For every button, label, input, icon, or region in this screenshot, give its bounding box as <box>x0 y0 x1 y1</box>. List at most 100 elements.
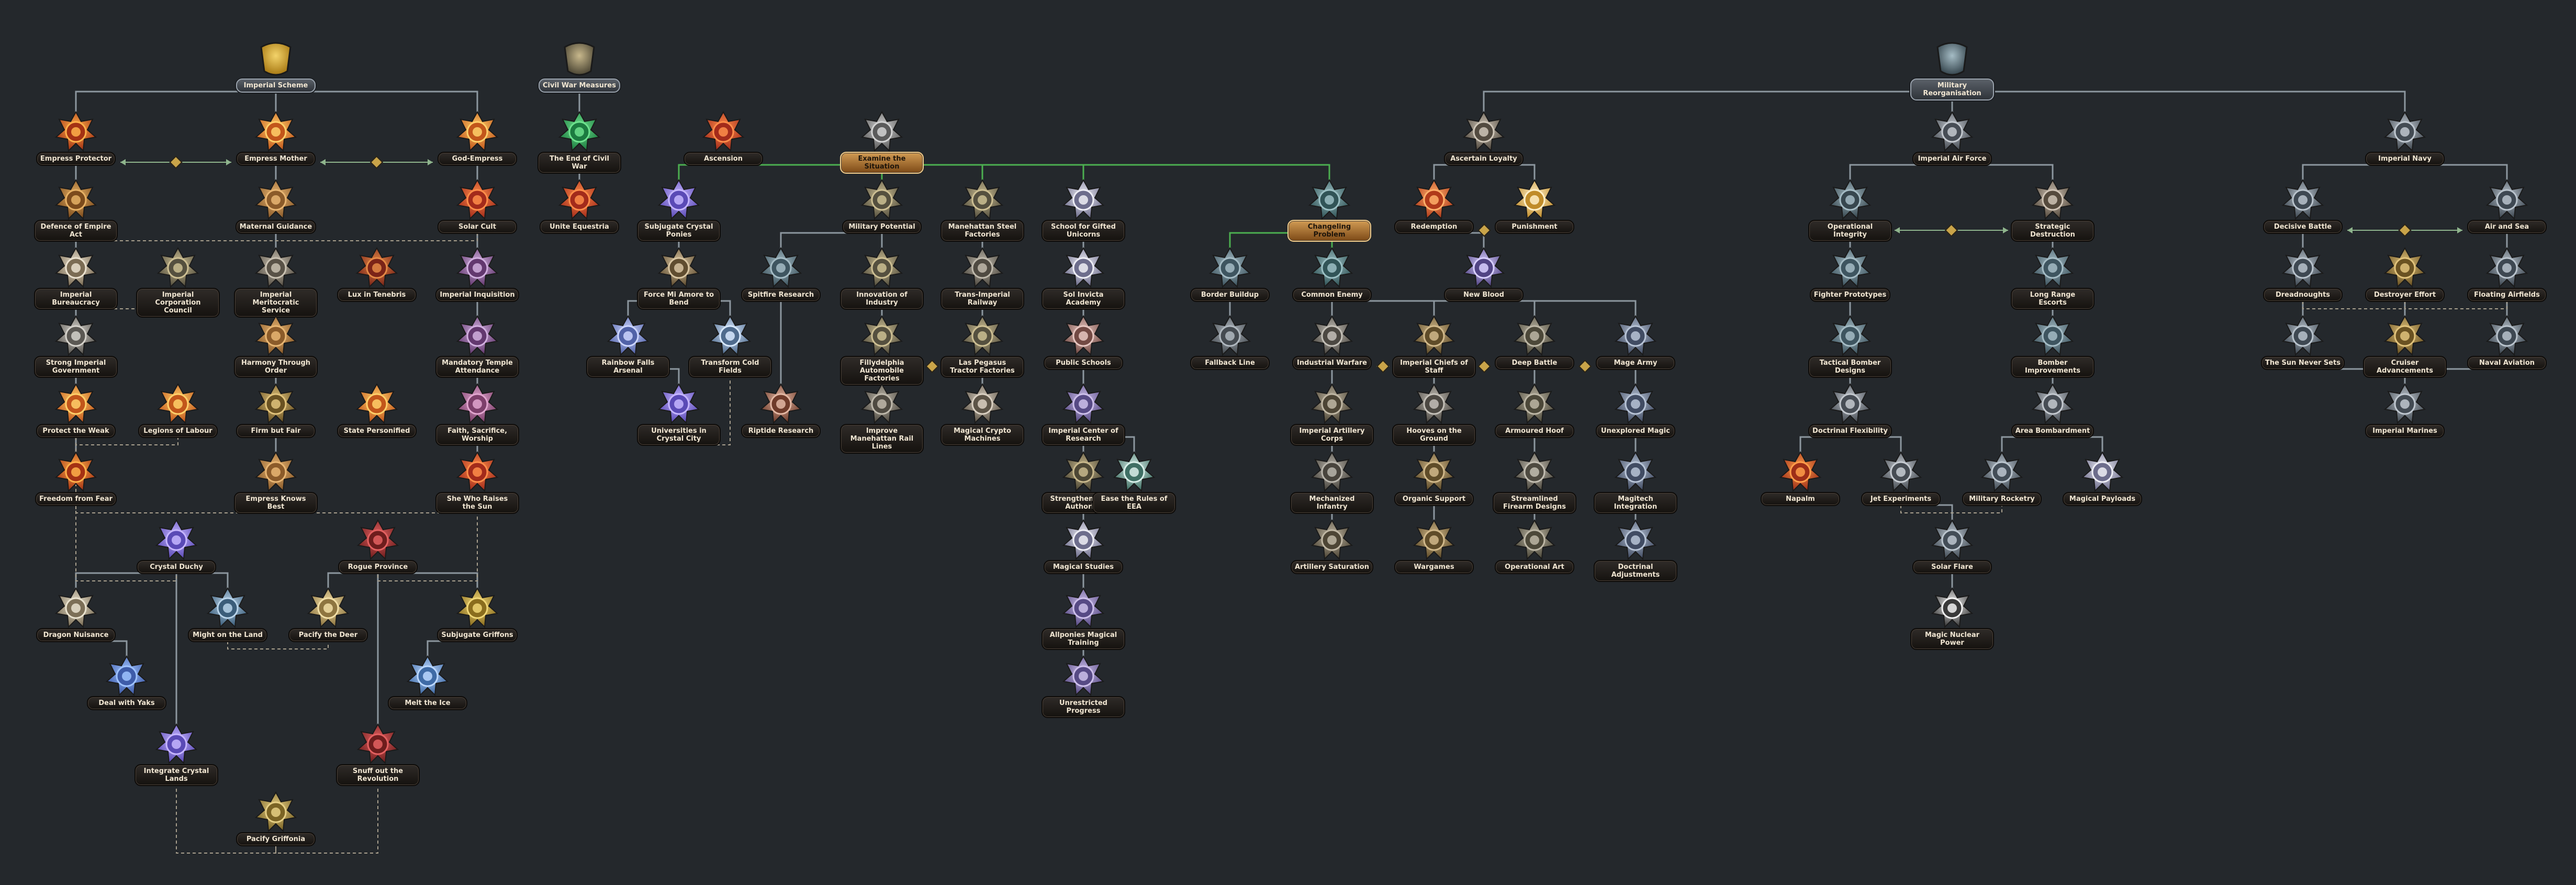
focus-dreadnoughts[interactable]: Dreadnoughts <box>2261 246 2345 302</box>
focus-trans-imperial-railway[interactable]: Trans-Imperial Railway <box>940 246 1024 310</box>
focus-military-rocketry[interactable]: Military Rocketry <box>1960 450 2044 506</box>
focus-lux-in-tenebris[interactable]: Lux in Tenebris <box>335 246 419 302</box>
focus-industrial-warfare[interactable]: Industrial Warfare <box>1290 314 1374 370</box>
focus-universities-in-crystal-city[interactable]: Universities in Crystal City <box>637 382 721 446</box>
focus-destroyer-effort[interactable]: Destroyer Effort <box>2363 246 2447 302</box>
focus-bomber-improvements[interactable]: Bomber Improvements <box>2011 314 2095 378</box>
focus-freedom-from-fear[interactable]: Freedom from Fear <box>34 450 118 506</box>
focus-ease-the-rules-of-eea[interactable]: Ease the Rules of EEA <box>1092 450 1176 514</box>
focus-wargames[interactable]: Wargames <box>1392 518 1476 574</box>
focus-organic-support[interactable]: Organic Support <box>1392 450 1476 506</box>
focus-imperial-air-force[interactable]: Imperial Air Force <box>1910 110 1994 166</box>
focus-sol-invicta-academy[interactable]: Sol Invicta Academy <box>1041 246 1125 310</box>
focus-imperial-center-of-research[interactable]: Imperial Center of Research <box>1041 382 1125 446</box>
focus-she-who-raises-the-sun[interactable]: She Who Raises the Sun <box>435 450 519 514</box>
focus-mandatory-temple-attendance[interactable]: Mandatory Temple Attendance <box>435 314 519 378</box>
focus-tactical-bomber-designs[interactable]: Tactical Bomber Designs <box>1808 314 1892 378</box>
focus-magical-payloads[interactable]: Magical Payloads <box>2060 450 2144 506</box>
focus-ascertain-loyalty[interactable]: Ascertain Loyalty <box>1442 110 1526 166</box>
focus-changeling-problem[interactable]: Changeling Problem <box>1287 178 1371 242</box>
focus-imperial-artillery-corps[interactable]: Imperial Artillery Corps <box>1290 382 1374 446</box>
focus-snuff-out-revolution[interactable]: Snuff out the Revolution <box>336 722 420 786</box>
focus-faith-sacrifice-worship[interactable]: Faith, Sacrifice, Worship <box>435 382 519 446</box>
focus-air-and-sea[interactable]: Air and Sea <box>2465 178 2549 234</box>
focus-unexplored-magic[interactable]: Unexplored Magic <box>1594 382 1677 438</box>
focus-magical-studies[interactable]: Magical Studies <box>1041 518 1125 574</box>
focus-streamlined-firearm-designs[interactable]: Streamlined Firearm Designs <box>1493 450 1576 514</box>
focus-deal-with-yaks[interactable]: Deal with Yaks <box>85 654 169 710</box>
focus-pacify-griffonia[interactable]: Pacify Griffonia <box>234 790 318 846</box>
focus-unite-equestria[interactable]: Unite Equestria <box>537 178 621 234</box>
focus-mage-army[interactable]: Mage Army <box>1594 314 1677 370</box>
focus-school-for-gifted-unicorns[interactable]: School for Gifted Unicorns <box>1041 178 1125 242</box>
focus-maternal-guidance[interactable]: Maternal Guidance <box>234 178 318 234</box>
focus-legions-of-labour[interactable]: Legions of Labour <box>136 382 220 438</box>
focus-solar-cult[interactable]: Solar Cult <box>435 178 519 234</box>
focus-new-blood[interactable]: New Blood <box>1442 246 1526 302</box>
focus-area-bombardment[interactable]: Area Bombardment <box>2011 382 2095 438</box>
focus-cruiser-advancements[interactable]: Cruiser Advancements <box>2363 314 2447 378</box>
focus-force-mi-amore-to-bend[interactable]: Force Mi Amore to Bend <box>637 246 721 310</box>
focus-rainbow-falls-arsenal[interactable]: Rainbow Falls Arsenal <box>586 314 670 378</box>
focus-magitech-integration[interactable]: Magitech Integration <box>1594 450 1677 514</box>
focus-imperial-meritocratic-service[interactable]: Imperial Meritocratic Service <box>234 246 318 318</box>
focus-examine-the-situation[interactable]: Examine the Situation <box>840 110 924 174</box>
focus-imperial-navy[interactable]: Imperial Navy <box>2363 110 2447 166</box>
focus-dragon-nuisance[interactable]: Dragon Nuisance <box>34 586 118 642</box>
focus-operational-integrity[interactable]: Operational Integrity <box>1808 178 1892 242</box>
focus-pacify-the-deer[interactable]: Pacify the Deer <box>286 586 370 642</box>
focus-las-pegasus-tractor-factories[interactable]: Las Pegasus Tractor Factories <box>940 314 1024 378</box>
focus-rogue-province[interactable]: Rogue Province <box>336 518 420 574</box>
focus-fillydelphia-automobile-factories[interactable]: Fillydelphia Automobile Factories <box>840 314 924 386</box>
focus-napalm[interactable]: Napalm <box>1759 450 1842 506</box>
focus-imperial-bureaucracy[interactable]: Imperial Bureaucracy <box>34 246 118 310</box>
focus-the-end-of-civil-war[interactable]: The End of Civil War <box>537 110 621 174</box>
focus-state-personified[interactable]: State Personified <box>335 382 419 438</box>
focus-crystal-duchy[interactable]: Crystal Duchy <box>135 518 218 574</box>
focus-armoured-hoof[interactable]: Armoured Hoof <box>1493 382 1576 438</box>
focus-fallback-line[interactable]: Fallback Line <box>1188 314 1272 370</box>
focus-strong-imperial-government[interactable]: Strong Imperial Government <box>34 314 118 378</box>
focus-protect-the-weak[interactable]: Protect the Weak <box>34 382 118 438</box>
focus-magic-nuclear-power[interactable]: Magic Nuclear Power <box>1910 586 1994 650</box>
focus-subjugate-griffons[interactable]: Subjugate Griffons <box>435 586 519 642</box>
focus-imperial-chiefs-of-staff[interactable]: Imperial Chiefs of Staff <box>1392 314 1476 378</box>
focus-long-range-escorts[interactable]: Long Range Escorts <box>2011 246 2095 310</box>
focus-doctrinal-flexibility[interactable]: Doctrinal Flexibility <box>1808 382 1892 438</box>
focus-integrate-crystal-lands[interactable]: Integrate Crystal Lands <box>135 722 218 786</box>
focus-imperial-inquisition[interactable]: Imperial Inquisition <box>435 246 519 302</box>
focus-doctrinal-adjustments[interactable]: Doctrinal Adjustments <box>1594 518 1677 582</box>
focus-civil-war-measures[interactable]: Civil War Measures <box>537 37 621 93</box>
focus-ascension[interactable]: Ascension <box>681 110 765 166</box>
focus-imperial-corporation-council[interactable]: Imperial Corporation Council <box>136 246 220 318</box>
focus-riptide-research[interactable]: Riptide Research <box>739 382 823 438</box>
focus-operational-art[interactable]: Operational Art <box>1493 518 1576 574</box>
focus-mechanized-infantry[interactable]: Mechanized Infantry <box>1290 450 1374 514</box>
focus-transform-cold-fields[interactable]: Transform Cold Fields <box>688 314 772 378</box>
focus-god-empress[interactable]: God-Empress <box>435 110 519 166</box>
focus-common-enemy[interactable]: Common Enemy <box>1290 246 1374 302</box>
focus-hooves-on-the-ground[interactable]: Hooves on the Ground <box>1392 382 1476 446</box>
focus-redemption[interactable]: Redemption <box>1392 178 1476 234</box>
focus-melt-the-ice[interactable]: Melt the Ice <box>386 654 469 710</box>
focus-floating-airfields[interactable]: Floating Airfields <box>2465 246 2549 302</box>
focus-naval-aviation[interactable]: Naval Aviation <box>2465 314 2549 370</box>
focus-military-potential[interactable]: Military Potential <box>840 178 924 234</box>
focus-unrestricted-progress[interactable]: Unrestricted Progress <box>1041 654 1125 718</box>
focus-empress-mother[interactable]: Empress Mother <box>234 110 318 166</box>
focus-imperial-scheme[interactable]: Imperial Scheme <box>234 37 318 93</box>
focus-decisive-battle[interactable]: Decisive Battle <box>2261 178 2345 234</box>
focus-strategic-destruction[interactable]: Strategic Destruction <box>2011 178 2095 242</box>
focus-public-schools[interactable]: Public Schools <box>1041 314 1125 370</box>
focus-military-reorganisation[interactable]: Military Reorganisation <box>1910 37 1994 100</box>
focus-artillery-saturation[interactable]: Artillery Saturation <box>1290 518 1374 574</box>
focus-empress-protector[interactable]: Empress Protector <box>34 110 118 166</box>
focus-solar-flare[interactable]: Solar Flare <box>1910 518 1994 574</box>
focus-imperial-marines[interactable]: Imperial Marines <box>2363 382 2447 438</box>
focus-punishment[interactable]: Punishment <box>1493 178 1576 234</box>
focus-magical-crypto-machines[interactable]: Magical Crypto Machines <box>940 382 1024 446</box>
focus-firm-but-fair[interactable]: Firm but Fair <box>234 382 318 438</box>
focus-subjugate-crystal-ponies[interactable]: Subjugate Crystal Ponies <box>637 178 721 242</box>
focus-harmony-through-order[interactable]: Harmony Through Order <box>234 314 318 378</box>
focus-fighter-prototypes[interactable]: Fighter Prototypes <box>1808 246 1892 302</box>
